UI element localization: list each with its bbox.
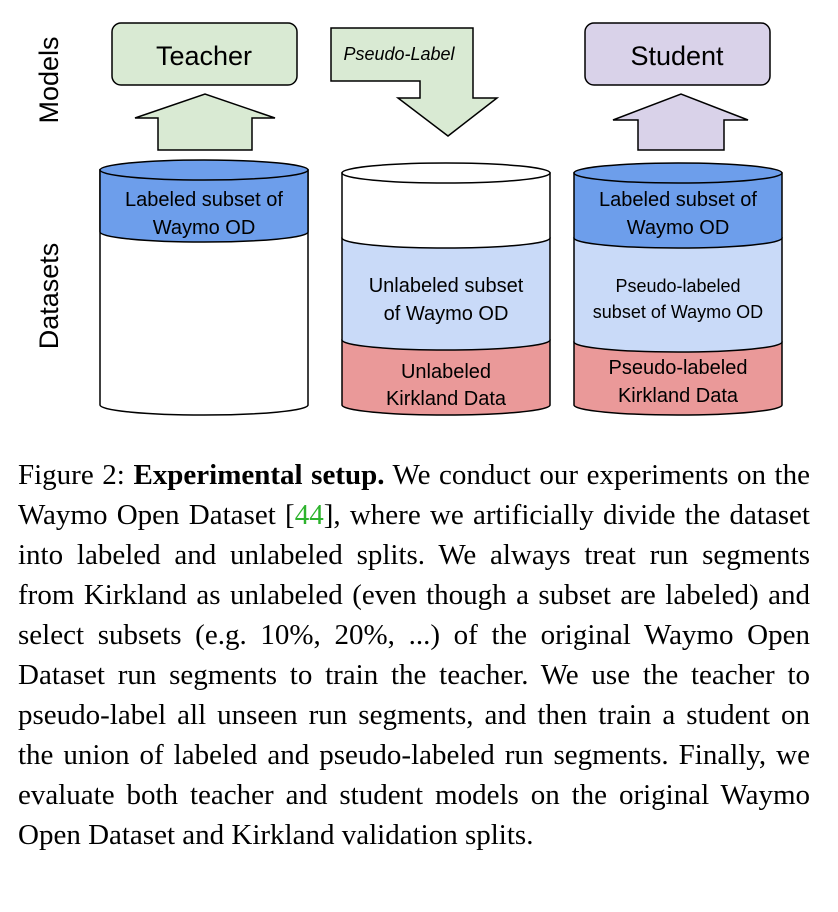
caption-text-before-citation: We conduct our experiments on the Waymo … — [18, 459, 810, 531]
pseudo-labeled-kirkland-line1: Pseudo-labeled — [609, 357, 748, 379]
unlabeled-kirkland-line1: Unlabeled — [401, 361, 491, 383]
student-up-arrow — [612, 93, 749, 151]
pseudo-labeled-waymo-line1: Pseudo-labeled — [615, 276, 740, 296]
student-label: Student — [630, 41, 724, 71]
teacher-label: Teacher — [156, 41, 252, 71]
teacher-model-box: Teacher — [111, 22, 298, 86]
teacher-labeled-subset-line1: Labeled subset of — [125, 189, 283, 211]
student-dataset-cylinder: Labeled subset of Waymo OD Pseudo-labele… — [573, 162, 783, 416]
student-labeled-subset-line2: Waymo OD — [627, 217, 730, 239]
figure-caption: Figure 2: Experimental setup. We conduct… — [18, 455, 810, 855]
unlabeled-kirkland-line2: Kirkland Data — [386, 388, 507, 410]
teacher-dataset-cylinder: Labeled subset of Waymo OD — [99, 159, 309, 416]
caption-title: Experimental setup. — [133, 459, 385, 491]
unlabeled-waymo-line2: of Waymo OD — [384, 303, 509, 325]
student-labeled-subset-line1: Labeled subset of — [599, 189, 757, 211]
pseudo-label-text: Pseudo-Label — [343, 44, 455, 64]
pseudo-label-arrow: Pseudo-Label — [330, 27, 500, 137]
datasets-row-label: Datasets — [34, 243, 64, 350]
unlabeled-waymo-line1: Unlabeled subset — [369, 275, 524, 297]
caption-citation-link[interactable]: 44 — [294, 499, 324, 531]
teacher-labeled-subset-line2: Waymo OD — [153, 217, 256, 239]
teacher-up-arrow — [134, 93, 276, 151]
unlabeled-dataset-cylinder: Unlabeled subset of Waymo OD Unlabeled K… — [341, 162, 551, 416]
pseudo-labeled-waymo-line2: subset of Waymo OD — [593, 302, 763, 322]
caption-text-after-citation: ], where we artificially divide the data… — [18, 499, 810, 851]
models-row-label: Models — [34, 36, 64, 123]
student-model-box: Student — [584, 22, 771, 86]
pseudo-labeled-kirkland-line2: Kirkland Data — [618, 385, 739, 407]
experimental-setup-diagram: Models Datasets Teacher Pseudo-Label Stu… — [34, 22, 783, 416]
caption-prefix: Figure 2: — [18, 459, 134, 491]
